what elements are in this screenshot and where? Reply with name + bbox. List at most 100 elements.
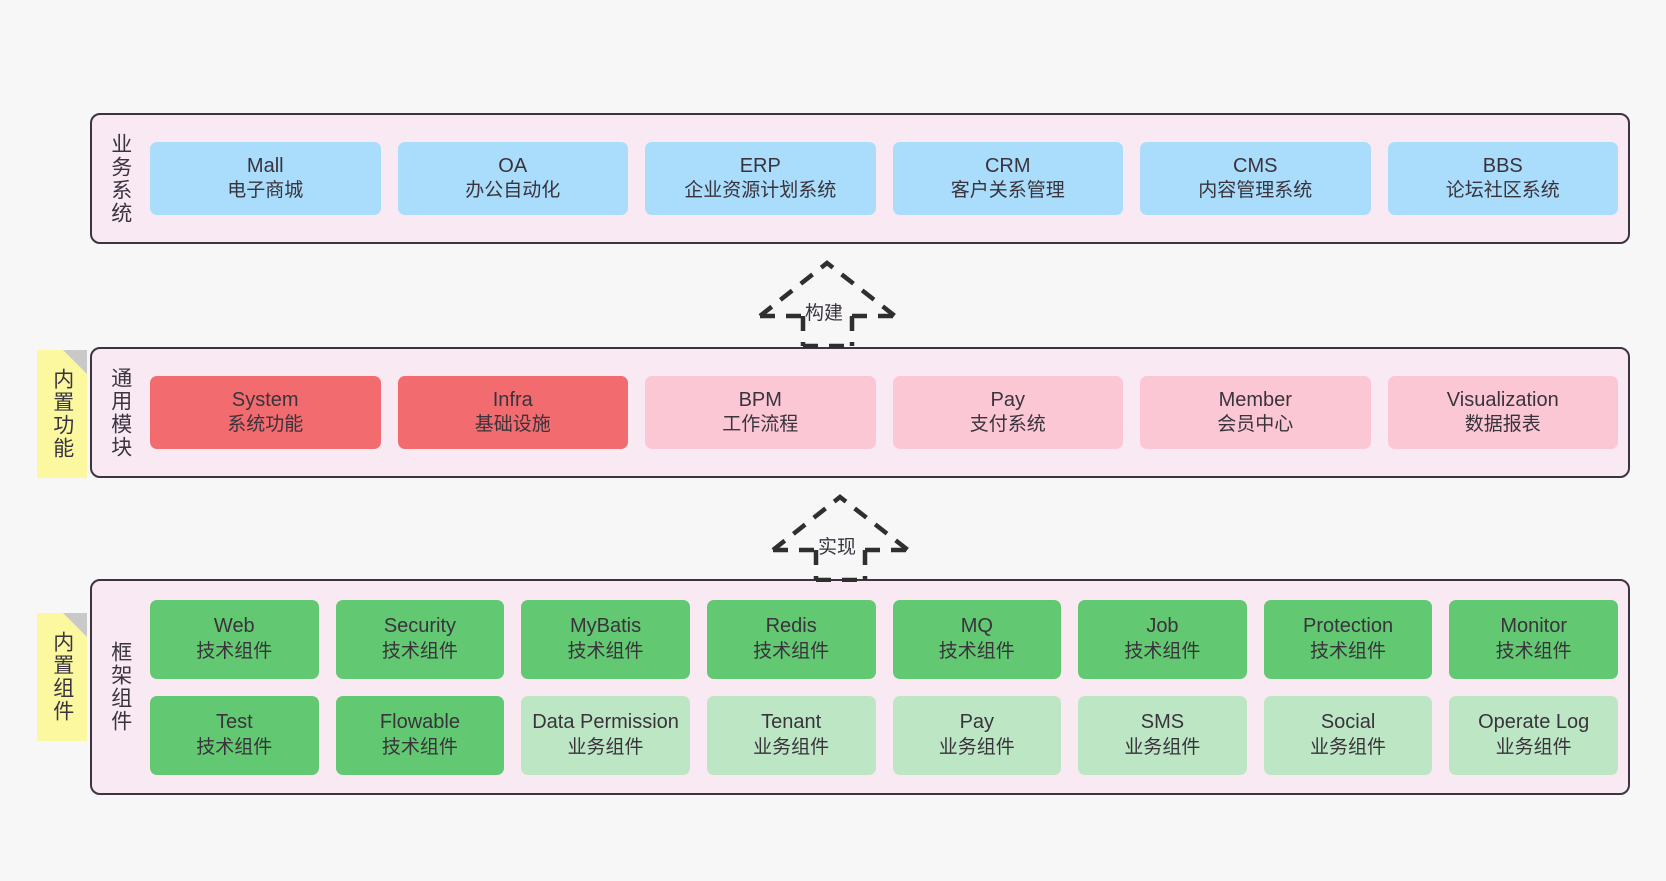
node-title: Operate Log [1478,711,1590,734]
connector-build-arrow [758,260,897,349]
node-title: OA [498,154,528,177]
node-operate-log[interactable]: Operate Log 业务组件 [1449,695,1618,775]
node-tenant[interactable]: Tenant 业务组件 [706,695,876,775]
node-social[interactable]: Social 业务组件 [1263,695,1433,775]
node-subtitle: 技术组件 [381,640,458,662]
node-erp[interactable]: ERP 企业资源计划系统 [645,142,876,215]
node-monitor[interactable]: Monitor 技术组件 [1449,599,1618,679]
node-subtitle: 技术组件 [567,640,644,662]
node-title: Pay [990,388,1025,411]
node-subtitle: 论坛社区系统 [1445,180,1560,202]
node-title: Protection [1303,615,1394,638]
node-title: System [231,388,299,411]
business-row: Mall 电子商城 OA 办公自动化 ERP 企业资源计划系统 CRM 客户关系… [150,142,1618,215]
node-title: Visualization [1446,388,1559,411]
node-flowable[interactable]: Flowable 技术组件 [335,695,505,775]
node-subtitle: 技术组件 [938,640,1015,662]
node-subtitle: 企业资源计划系统 [684,180,837,202]
node-title: Social [1320,711,1376,734]
node-web[interactable]: Web 技术组件 [150,599,319,679]
node-job[interactable]: Job 技术组件 [1078,599,1247,679]
node-data-permission[interactable]: Data Permission 业务组件 [521,695,690,775]
node-title: Monitor [1500,615,1568,638]
node-mq[interactable]: MQ 技术组件 [892,599,1062,679]
node-title: Tenant [761,711,822,734]
modules-row: System 系统功能 Infra 基础设施 BPM 工作流程 Pay 支付系统… [150,376,1618,449]
node-subtitle: 技术组件 [1310,640,1387,662]
node-subtitle: 客户关系管理 [950,180,1065,202]
node-member[interactable]: Member 会员中心 [1140,376,1371,449]
node-subtitle: 技术组件 [381,736,458,758]
node-title: Member [1218,388,1292,411]
node-title: MQ [960,615,993,638]
layer-common-modules: 通用模块 System 系统功能 Infra 基础设施 BPM 工作流程 Pay… [90,347,1630,478]
node-subtitle: 电子商城 [227,180,304,202]
node-title: MyBatis [570,615,642,638]
node-subtitle: 业务组件 [1310,736,1387,758]
node-oa[interactable]: OA 办公自动化 [397,142,628,215]
node-title: CMS [1233,154,1278,177]
connector-build-label: 构建 [805,303,844,324]
note-label: 内置组件 [50,631,74,723]
node-mybatis[interactable]: MyBatis 技术组件 [521,599,690,679]
node-subtitle: 基础设施 [474,414,551,436]
node-subtitle: 系统功能 [227,414,304,436]
node-subtitle: 支付系统 [969,414,1046,436]
node-subtitle: 业务组件 [938,736,1015,758]
note-builtin-components: 内置组件 [37,613,87,741]
node-infra[interactable]: Infra 基础设施 [397,376,628,449]
node-title: Test [215,711,253,734]
node-visualization[interactable]: Visualization 数据报表 [1387,376,1618,449]
node-subtitle: 工作流程 [722,414,799,436]
node-title: Redis [765,615,817,638]
node-test[interactable]: Test 技术组件 [150,695,319,775]
layer-framework-body: Web 技术组件 Security 技术组件 MyBatis 技术组件 Redi… [148,581,1628,793]
note-label: 内置功能 [50,368,74,460]
node-title: Job [1146,615,1179,638]
node-protection[interactable]: Protection 技术组件 [1263,599,1433,679]
node-title: Pay [959,711,995,734]
layer-modules-body: System 系统功能 Infra 基础设施 BPM 工作流程 Pay 支付系统… [148,349,1628,476]
node-sms[interactable]: SMS 业务组件 [1078,695,1247,775]
connector-implement: 实现 [768,492,918,583]
node-cms[interactable]: CMS 内容管理系统 [1140,142,1371,215]
note-fold-corner-icon [63,613,87,637]
node-subtitle: 业务组件 [1124,736,1201,758]
node-mall[interactable]: Mall 电子商城 [150,142,381,215]
layer-modules-title: 通用模块 [108,366,132,459]
node-title: Flowable [379,711,460,734]
node-title: Security [383,615,457,638]
connector-build: 构建 [755,258,905,349]
node-title: BBS [1482,154,1523,177]
note-fold-corner-icon [63,350,87,374]
framework-row-biz: Test 技术组件 Flowable 技术组件 Data Permission … [150,695,1618,775]
node-title: SMS [1140,711,1185,734]
layer-business-body: Mall 电子商城 OA 办公自动化 ERP 企业资源计划系统 CRM 客户关系… [148,115,1628,242]
connector-implement-label: 实现 [818,537,857,558]
layer-business-systems: 业务系统 Mall 电子商城 OA 办公自动化 ERP 企业资源计划系统 CRM… [90,113,1630,244]
node-title: Mall [246,154,284,177]
node-crm[interactable]: CRM 客户关系管理 [892,142,1123,215]
node-bpm[interactable]: BPM 工作流程 [645,376,876,449]
node-subtitle: 数据报表 [1464,414,1541,436]
node-subtitle: 业务组件 [1495,736,1572,758]
node-subtitle: 技术组件 [196,736,273,758]
node-security[interactable]: Security 技术组件 [335,599,505,679]
node-title: BPM [738,388,782,411]
node-system[interactable]: System 系统功能 [150,376,381,449]
layer-framework-components: 框架组件 Web 技术组件 Security 技术组件 MyBatis 技术组件… [90,579,1630,795]
node-subtitle: 办公自动化 [465,180,561,202]
node-redis[interactable]: Redis 技术组件 [706,599,876,679]
node-subtitle: 业务组件 [567,736,644,758]
node-title: ERP [739,154,781,177]
node-bbs[interactable]: BBS 论坛社区系统 [1387,142,1618,215]
node-title: Web [213,615,255,638]
node-subtitle: 技术组件 [1124,640,1201,662]
note-builtin-features: 内置功能 [37,350,87,478]
node-subtitle: 内容管理系统 [1198,180,1313,202]
node-subtitle: 技术组件 [196,640,273,662]
node-pay-module[interactable]: Pay 支付系统 [892,376,1123,449]
node-subtitle: 技术组件 [753,640,830,662]
node-pay-component[interactable]: Pay 业务组件 [892,695,1062,775]
